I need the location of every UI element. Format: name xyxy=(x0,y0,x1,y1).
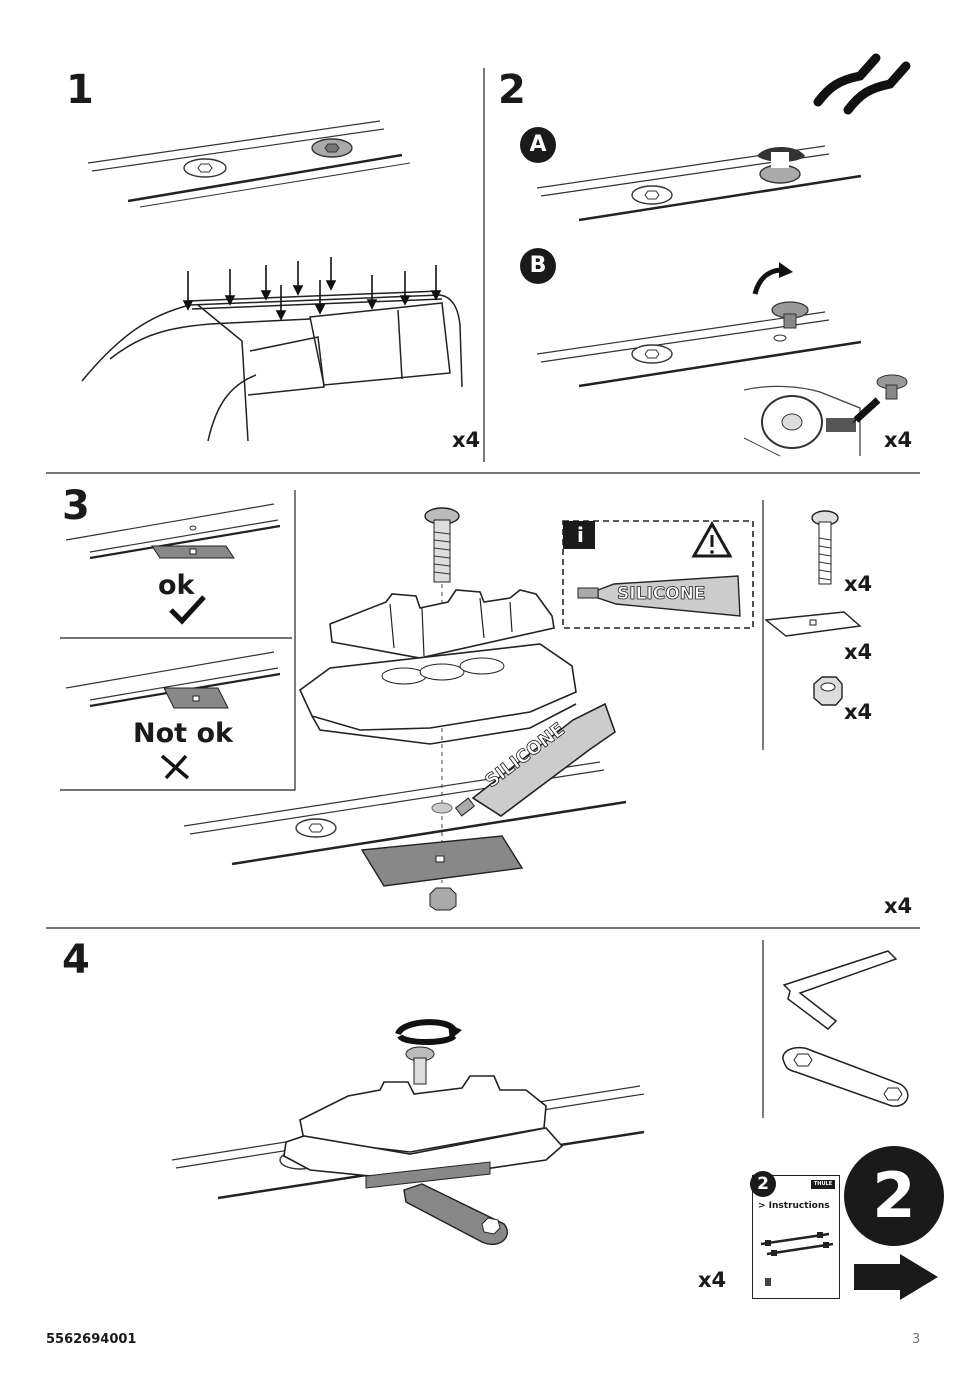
silicone-tube-drawing: SILICONE xyxy=(455,702,616,817)
booklet-bolt-icon xyxy=(765,1278,771,1286)
booklet-roof-bars-icon xyxy=(760,1232,834,1256)
wrench-plate-icon xyxy=(782,1046,909,1107)
step-1-roof-rails-drawing xyxy=(87,120,410,208)
step-2-number: 2 xyxy=(498,67,526,113)
step-3-quantity: x4 xyxy=(884,894,913,918)
plate-quantity: x4 xyxy=(844,640,873,664)
page-number: 3 xyxy=(912,1332,921,1347)
info-box-frame xyxy=(562,520,754,629)
nut-quantity: x4 xyxy=(844,700,873,724)
next-step-number-badge: 2 xyxy=(844,1146,944,1246)
next-arrow-icon xyxy=(854,1254,938,1300)
info-icon: i xyxy=(577,523,584,547)
next-instructions-booklet: 2 THULE > Instructions xyxy=(750,1171,840,1299)
step-1-number: 1 xyxy=(66,67,94,113)
ok-label: ok xyxy=(158,570,195,601)
step-3-incorrect-plate-position-drawing xyxy=(65,651,281,709)
checkmark-icon xyxy=(169,595,206,625)
allen-key-icon xyxy=(782,950,898,1030)
booklet-brand-logo: THULE xyxy=(811,1180,835,1189)
rail-covers-icon xyxy=(813,53,911,115)
substep-b-badge: B xyxy=(520,248,556,284)
step-4-quantity: x4 xyxy=(698,1268,727,1292)
booklet-title: > Instructions xyxy=(758,1201,830,1211)
part-number: 5562694001 xyxy=(46,1332,137,1347)
bolt-quantity: x4 xyxy=(844,572,873,596)
step-1-van-drawing xyxy=(81,257,463,442)
step-3-number: 3 xyxy=(62,483,90,529)
info-box-tube-label: SILICONE xyxy=(617,584,706,605)
step-2b-car-interior-storage-drawing xyxy=(743,374,908,457)
step-2a-cover-removal-drawing xyxy=(536,145,862,222)
bolt-part-icon xyxy=(811,510,839,585)
cross-icon xyxy=(160,754,190,780)
plate-part-icon xyxy=(764,611,862,637)
substep-a-badge: A xyxy=(520,127,556,163)
step-3-correct-plate-position-drawing xyxy=(65,503,281,560)
not-ok-label: Not ok xyxy=(133,718,233,749)
step-2b-screw-removal-drawing xyxy=(536,262,862,388)
step-4-number: 4 xyxy=(62,937,90,983)
step-2-quantity: x4 xyxy=(884,428,913,452)
step-4-tightening-drawing xyxy=(171,1019,645,1245)
booklet-step-badge: 2 xyxy=(750,1171,776,1197)
step-1-quantity: x4 xyxy=(452,428,481,452)
nut-part-icon xyxy=(813,676,843,706)
